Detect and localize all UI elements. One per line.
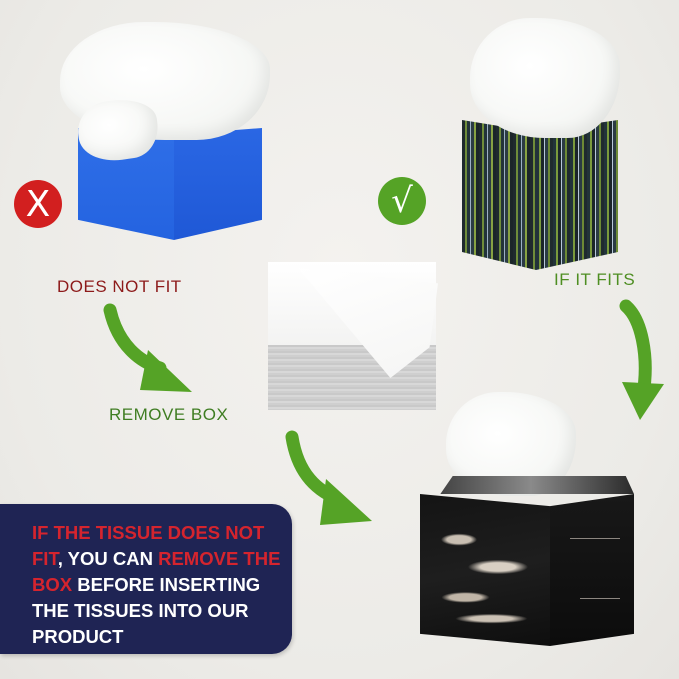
striped-box-front-face [462, 120, 536, 270]
blue-box-side-face [174, 128, 262, 240]
curved-arrow-icon [619, 299, 664, 420]
x-mark-icon: X [14, 180, 62, 228]
curved-arrow-icon [285, 430, 372, 525]
product-front-face [420, 494, 550, 646]
tissue-puff-striped-box [470, 18, 620, 138]
marble-vein [570, 538, 620, 539]
striped-box-side-face [536, 120, 618, 270]
curved-arrow-icon [103, 303, 192, 392]
info-text-you-can: , YOU CAN [57, 548, 159, 569]
info-highlight-remove-box: REMOVE THE BOX [32, 548, 281, 595]
if-it-fits-label: IF IT FITS [554, 270, 636, 289]
marble-tissue-holder-product-image [420, 476, 634, 646]
info-panel: IF THE TISSUE DOES NOT FIT, YOU CAN REMO… [0, 504, 292, 654]
info-highlight-not-fit: IF THE TISSUE DOES NOT FIT [32, 522, 265, 569]
remove-box-label: REMOVE BOX [109, 405, 229, 424]
does-not-fit-label: DOES NOT FIT [57, 277, 182, 296]
striped-tissue-box-image [462, 120, 618, 270]
loose-tissue-stack-image [268, 262, 438, 410]
product-lid [440, 476, 634, 494]
x-mark-glyph: X [25, 183, 51, 225]
info-text-before-inserting: BEFORE INSERTING THE TISSUES INTO OUR PR… [32, 574, 261, 647]
check-mark-icon: √ [378, 177, 426, 225]
check-mark-glyph: √ [391, 181, 413, 221]
marble-vein [580, 598, 620, 599]
product-side-face [550, 494, 634, 646]
info-panel-text: IF THE TISSUE DOES NOT FIT, YOU CAN REMO… [32, 520, 282, 650]
